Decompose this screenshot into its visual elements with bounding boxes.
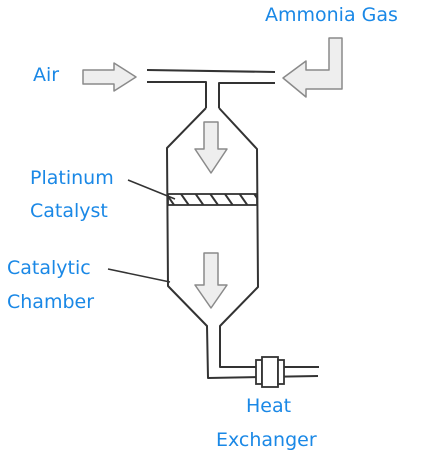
ammonia-inlet-arrow: [282, 37, 343, 98]
ammonia-gas-label: Ammonia Gas: [265, 4, 398, 26]
heat-exchanger-unit: [255, 356, 285, 388]
heat-label-line2: Exchanger: [216, 429, 317, 451]
platinum-label-line2: Catalyst: [30, 200, 108, 222]
air-label: Air: [33, 64, 60, 86]
air-inlet-arrow: [82, 62, 137, 92]
lower-flow-arrow: [194, 252, 228, 309]
chamber-label-line2: Chamber: [7, 291, 95, 313]
heat-label-line1: Heat: [246, 395, 292, 417]
chamber-leader-line: [107, 268, 171, 283]
chamber-label-line1: Catalytic: [7, 257, 91, 279]
feed-pipe: [146, 69, 276, 108]
catalytic-chamber-vessel: [166, 107, 319, 379]
upper-flow-arrow: [194, 121, 228, 174]
platinum-catalyst-gauze: [167, 193, 258, 206]
platinum-label-line1: Platinum: [30, 167, 114, 189]
platinum-leader-line: [127, 179, 176, 200]
